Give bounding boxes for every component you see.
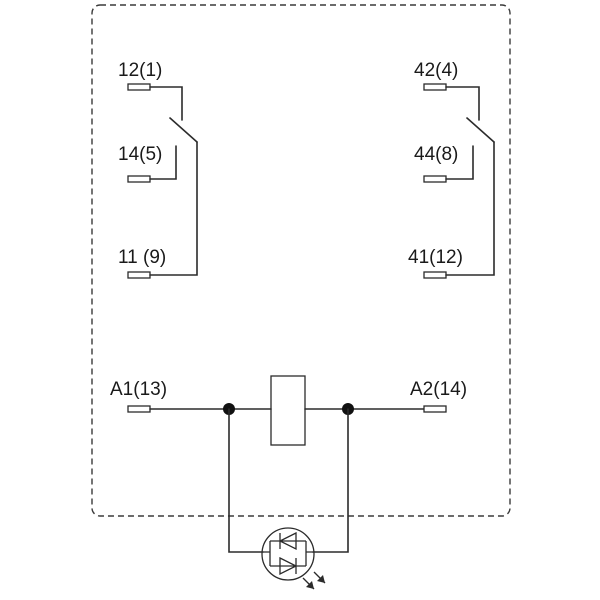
- terminal-pin-41-12: [423, 271, 447, 279]
- contact-wire-14-5: [149, 145, 177, 180]
- terminal-label-14-5: 14(5): [118, 144, 162, 165]
- relay-coil: [270, 375, 306, 446]
- terminal-label-11-9: 11 (9): [118, 247, 166, 268]
- contact-wire-42-4: [445, 86, 480, 121]
- terminal-pin-14-5: [127, 175, 151, 183]
- led-indicator-circle: [261, 527, 315, 581]
- terminal-label-44-8: 44(8): [414, 144, 458, 165]
- led-bus-left: [263, 541, 271, 566]
- terminal-label-a1-13: A1(13): [110, 379, 167, 400]
- terminal-label-41-12: 41(12): [408, 247, 463, 268]
- terminal-pin-a1-13: [127, 405, 151, 413]
- terminal-pin-11-9: [127, 271, 151, 279]
- terminal-pin-42-4: [423, 83, 447, 91]
- terminal-label-12-1: 12(1): [118, 60, 162, 81]
- led-diode-upper: [270, 531, 306, 551]
- contact-set-left: 12(1) 14(5) 11 (9): [118, 60, 198, 279]
- indicator-wire-left: [228, 408, 264, 553]
- led-bus-right: [305, 541, 313, 566]
- contact-wire-41-12: [445, 141, 495, 276]
- contact-wire-11-9: [149, 141, 198, 276]
- coil-circuit: A1(13) A2(14): [110, 375, 467, 553]
- light-emission-arrows-icon: [302, 571, 326, 590]
- contact-wire-12-1: [149, 86, 183, 121]
- relay-housing-outline: [91, 4, 511, 517]
- terminal-label-a2-14: A2(14): [410, 379, 467, 400]
- contact-wire-44-8: [445, 145, 474, 180]
- indicator-wire-right: [312, 408, 349, 553]
- terminal-pin-44-8: [423, 175, 447, 183]
- contact-set-right: 42(4) 44(8) 41(12): [408, 60, 495, 279]
- terminal-pin-12-1: [127, 83, 151, 91]
- terminal-label-42-4: 42(4): [414, 60, 458, 81]
- led-diode-lower: [270, 556, 306, 576]
- terminal-pin-a2-14: [423, 405, 447, 413]
- switch-blade-right: [466, 117, 495, 143]
- switch-blade-left: [169, 117, 198, 143]
- led-indicator: [261, 527, 326, 590]
